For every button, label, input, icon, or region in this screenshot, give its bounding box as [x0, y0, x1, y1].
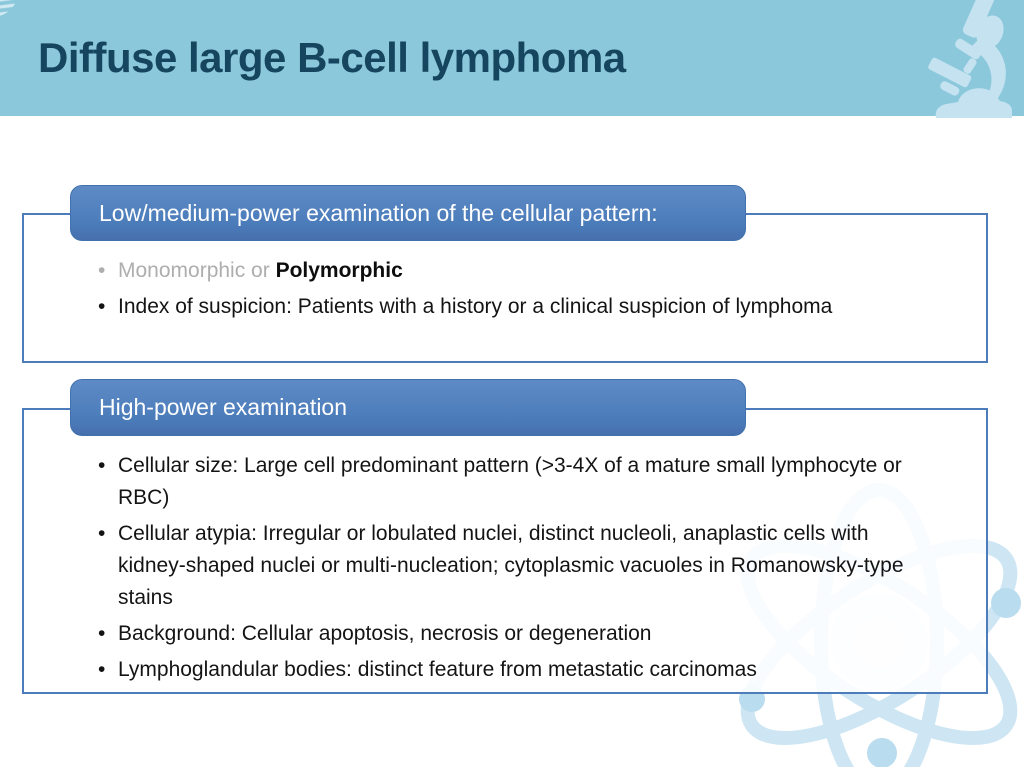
bullet-text: Background: Cellular apoptosis, necrosis…: [118, 622, 652, 645]
bullet-text: Index of suspicion: Patients with a hist…: [118, 295, 833, 318]
section-header-label: Low/medium-power examination of the cell…: [99, 199, 658, 226]
list-item: • Cellular size: Large cell predominant …: [98, 450, 928, 514]
section-high-power-bullets: • Cellular size: Large cell predominant …: [98, 450, 928, 690]
bullet-text-strong: Polymorphic: [275, 259, 403, 282]
section-high-power-header: High-power examination: [70, 379, 746, 436]
section-header-label: High-power examination: [99, 394, 348, 420]
list-item: • Lymphoglandular bodies: distinct featu…: [98, 654, 928, 686]
bullet-icon: •: [98, 454, 106, 477]
bullet-icon: •: [98, 522, 106, 545]
dna-helix-icon: [0, 0, 19, 19]
bullet-icon: •: [98, 622, 106, 645]
list-item: • Background: Cellular apoptosis, necros…: [98, 618, 928, 650]
bullet-text-muted: Monomorphic or: [118, 259, 276, 282]
section-low-medium-power-header: Low/medium-power examination of the cell…: [70, 185, 746, 241]
list-item: • Monomorphic or Polymorphic: [98, 255, 928, 287]
microscope-icon: [928, 0, 1012, 118]
list-item: • Index of suspicion: Patients with a hi…: [98, 291, 928, 323]
slide-title: Diffuse large B-cell lymphoma: [38, 34, 626, 81]
bullet-text: Monomorphic or Polymorphic: [118, 255, 928, 287]
bullet-text: Lymphoglandular bodies: distinct feature…: [118, 658, 757, 681]
header-band: [0, 0, 1024, 116]
section-high-power-box: [22, 408, 988, 694]
bullet-icon: •: [98, 259, 106, 282]
bullet-text: Cellular size: Large cell predominant pa…: [118, 454, 902, 509]
list-item: • Cellular atypia: Irregular or lobulate…: [98, 518, 928, 614]
bullet-text: Cellular atypia: Irregular or lobulated …: [118, 522, 904, 609]
bullet-icon: •: [98, 658, 106, 681]
section-low-medium-power-bullets: • Monomorphic or Polymorphic • Index of …: [98, 255, 928, 327]
bullet-icon: •: [98, 295, 106, 318]
